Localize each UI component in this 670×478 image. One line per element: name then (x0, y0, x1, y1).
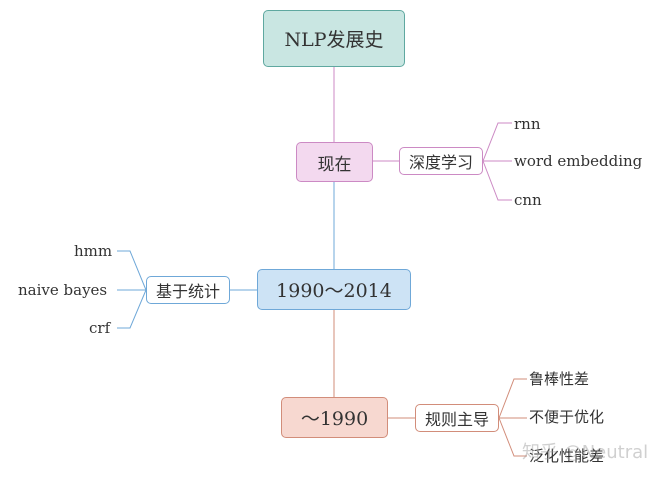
leaf-hard-to-optimize[interactable]: 不便于优化 (529, 408, 605, 426)
branch-node-1990-2014[interactable]: 1990～2014 (257, 269, 411, 310)
subtopic-deep-learning[interactable]: 深度学习 (399, 147, 483, 175)
leaf-hmm[interactable]: hmm (74, 242, 113, 260)
link-rule-r1 (498, 378, 527, 419)
leaf-poor-generalization[interactable]: 泛化性能差 (529, 447, 605, 465)
link-stat-crf (117, 289, 147, 329)
link-rule-r3 (498, 417, 527, 457)
subtopic-rule-based[interactable]: 规则主导 (415, 404, 499, 432)
link-deep-cnn (482, 160, 512, 201)
leaf-naive-bayes[interactable]: naive bayes (18, 281, 108, 299)
root-node[interactable]: NLP发展史 (263, 10, 405, 67)
link-stat-hmm (117, 250, 147, 291)
link-deep-rnn (482, 122, 512, 162)
leaf-poor-robustness[interactable]: 鲁棒性差 (529, 370, 590, 388)
leaf-cnn[interactable]: cnn (514, 191, 542, 209)
leaf-crf[interactable]: crf (89, 319, 111, 337)
watermark: 知乎 @Neutral (522, 442, 649, 463)
branch-node-before-1990[interactable]: ～1990 (281, 397, 388, 438)
leaf-rnn[interactable]: rnn (514, 115, 541, 133)
leaf-word-embedding[interactable]: word embedding (514, 152, 643, 170)
subtopic-statistics[interactable]: 基于统计 (146, 276, 230, 304)
branch-node-now[interactable]: 现在 (296, 142, 373, 182)
